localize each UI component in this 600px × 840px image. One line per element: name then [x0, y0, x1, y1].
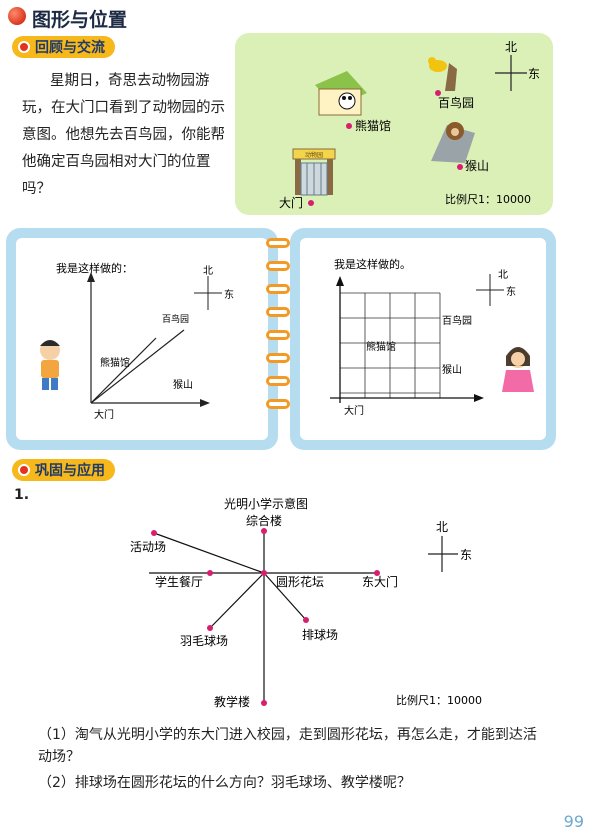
label-teaching: 教学楼: [214, 694, 250, 709]
notebook-rings: [266, 238, 290, 409]
right-compass-east: 东: [506, 285, 516, 298]
section-label: 回顾与交流: [35, 40, 105, 56]
left-solution-diagram: 我是这样做的： 北 东 百鸟园 熊猫馆 猴山 大门: [40, 261, 234, 421]
zoo-gate-icon: [292, 148, 336, 196]
girl-character-icon: [502, 347, 534, 392]
ring-icon: [266, 330, 290, 340]
zoo-compass-east: 东: [528, 67, 540, 81]
left-compass-north: 北: [203, 265, 213, 277]
page-number: 99: [563, 812, 584, 831]
question-2: （2）排球场在圆形花坛的什么方向？羽毛球场、教学楼呢？: [38, 775, 411, 791]
boy-character-icon: [40, 340, 60, 390]
school-compass-north: 北: [436, 520, 448, 534]
title-bullet-icon: [8, 7, 26, 25]
grid-lines: [340, 292, 441, 398]
right-label-panda: 熊猫馆: [366, 340, 396, 353]
school-map-title: 光明小学示意图: [224, 496, 308, 511]
ring-icon: [266, 353, 290, 363]
panda-house-icon: [315, 71, 367, 116]
right-compass-north: 北: [498, 269, 508, 281]
school-paths: [149, 531, 377, 703]
school-compass-east: 东: [460, 548, 472, 562]
zoo-map-illustration: 熊猫馆 百鸟园 猴山 动物园 大门: [279, 40, 540, 210]
label-east-gate: 东大门: [362, 574, 398, 589]
label-badminton: 羽毛球场: [180, 634, 228, 648]
right-solution-diagram: 我是这样做的。 北 东 熊猫馆 百鸟园 猴山: [330, 257, 534, 417]
zoo-compass-north: 北: [505, 40, 517, 54]
left-label-bird: 百鸟园: [162, 313, 189, 325]
label-garden: 圆形花坛: [276, 574, 324, 589]
school-map: 光明小学示意图 综合楼 活动场 学生餐厅 圆形花坛 东大门 羽毛球场 排球场 教…: [130, 496, 482, 709]
zoo-map-panel: 熊猫馆 百鸟园 猴山 动物园 大门: [235, 33, 553, 215]
problem-number: 1.: [14, 487, 30, 503]
ring-icon: [266, 399, 290, 409]
left-notebook-page: 我是这样做的： 北 东 百鸟园 熊猫馆 猴山 大门: [16, 238, 268, 440]
zoo-scale: 比例尺1：10000: [445, 192, 531, 206]
left-label-monkey: 猴山: [173, 378, 193, 391]
label-canteen: 学生餐厅: [155, 574, 203, 589]
badge-dot-icon: [18, 464, 30, 476]
zoo-label-panda: 熊猫馆: [355, 118, 391, 133]
section-badge-review: 回顾与交流: [12, 36, 115, 58]
label-volleyball: 排球场: [302, 628, 338, 642]
zoo-label-gate: 大门: [279, 195, 303, 210]
right-heading: 我是这样做的。: [334, 257, 411, 271]
page-title: 图形与位置: [32, 9, 128, 31]
left-label-gate: 大门: [94, 408, 114, 421]
school-scale: 比例尺1：10000: [396, 693, 482, 707]
ring-icon: [266, 238, 290, 248]
compass-icon: [495, 55, 527, 91]
label-complex: 综合楼: [246, 513, 282, 528]
left-compass-east: 东: [224, 288, 234, 301]
bird-tree-icon: [428, 57, 457, 91]
zoo-label-bird: 百鸟园: [438, 95, 474, 110]
right-label-monkey: 猴山: [442, 363, 462, 376]
right-label-gate: 大门: [344, 404, 364, 417]
zoo-label-monkey: 猴山: [465, 159, 489, 173]
school-points: [151, 528, 380, 706]
label-activity: 活动场: [130, 540, 166, 554]
right-notebook: 我是这样做的。 北 东 熊猫馆 百鸟园 猴山: [290, 228, 556, 450]
right-notebook-page: 我是这样做的。 北 东 熊猫馆 百鸟园 猴山: [300, 238, 546, 440]
section-badge-practice: 巩固与应用: [12, 459, 115, 481]
story-paragraph: 星期日，奇思去动物园游玩，在大门口看到了动物园的示意图。他想先去百鸟园，你能帮他…: [22, 73, 225, 197]
left-heading: 我是这样做的：: [56, 261, 133, 275]
monkey-hill-icon: [431, 122, 475, 163]
ring-icon: [266, 376, 290, 386]
question-1: （1）淘气从光明小学的东大门进入校园，走到圆形花坛，再怎么走，才能到达活动场？: [38, 727, 537, 765]
ring-icon: [266, 261, 290, 271]
school-compass-icon: [428, 536, 458, 572]
badge-dot-icon: [18, 41, 30, 53]
left-notebook: 我是这样做的： 北 东 百鸟园 熊猫馆 猴山 大门: [6, 228, 278, 450]
ring-icon: [266, 284, 290, 294]
ring-icon: [266, 307, 290, 317]
section-label: 巩固与应用: [35, 463, 105, 479]
right-label-bird: 百鸟园: [442, 314, 472, 327]
left-label-panda: 熊猫馆: [100, 356, 130, 369]
zoo-gate-sign: 动物园: [305, 151, 323, 159]
